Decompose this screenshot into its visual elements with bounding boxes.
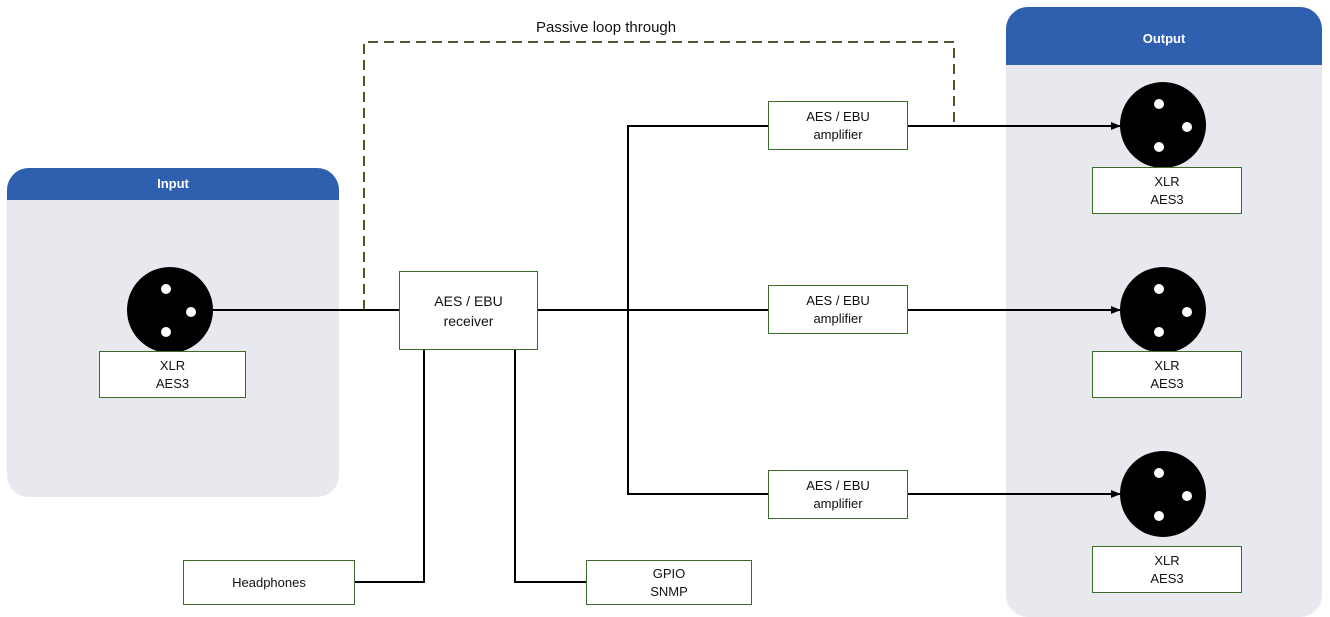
output-connector-3-standard: AES3 bbox=[1150, 570, 1184, 586]
passive-loop-label: Passive loop through bbox=[536, 19, 677, 36]
output-connector-3-type: XLR bbox=[1154, 552, 1180, 568]
headphones-label: Headphones bbox=[232, 574, 306, 590]
amplifier-3-label-line2: amplifier bbox=[813, 495, 863, 511]
input-connector-type: XLR bbox=[159, 357, 186, 373]
amplifier-1-label-line2: amplifier bbox=[813, 126, 863, 142]
output-connector-1-standard: AES3 bbox=[1150, 191, 1184, 207]
input-panel: Input bbox=[7, 168, 339, 497]
snmp-label: SNMP bbox=[650, 583, 688, 599]
xlr-connector-icon bbox=[1120, 267, 1206, 353]
receiver-to-gpio-line bbox=[514, 350, 586, 583]
input-connector-standard: AES3 bbox=[155, 375, 190, 391]
output-connector-3-label: XLR AES3 bbox=[1092, 546, 1242, 593]
amplifier-2-label-line2: amplifier bbox=[813, 310, 863, 326]
xlr-connector-icon bbox=[1120, 82, 1206, 168]
input-panel-title: Input bbox=[7, 168, 339, 200]
output-connector-1-type: XLR bbox=[1154, 173, 1180, 189]
receiver-to-headphones-line bbox=[355, 350, 425, 583]
amplifier-2-label-line1: AES / EBU bbox=[806, 292, 870, 308]
receiver-label-line1: AES / EBU bbox=[434, 292, 503, 309]
gpio-snmp-box: GPIO SNMP bbox=[586, 560, 752, 605]
output-connector-2-type: XLR bbox=[1154, 357, 1180, 373]
headphones-box: Headphones bbox=[183, 560, 355, 605]
gpio-label: GPIO bbox=[652, 565, 686, 581]
output-connector-2-label: XLR AES3 bbox=[1092, 351, 1242, 398]
aes-ebu-amplifier-1-box: AES / EBU amplifier bbox=[768, 101, 908, 150]
aes-ebu-amplifier-3-box: AES / EBU amplifier bbox=[768, 470, 908, 519]
output-connector-2-standard: AES3 bbox=[1150, 375, 1184, 391]
output-connector-1-label: XLR AES3 bbox=[1092, 167, 1242, 214]
output-panel-title: Output bbox=[1006, 7, 1322, 65]
passive-loop-line bbox=[363, 41, 955, 310]
receiver-label-line2: receiver bbox=[443, 312, 494, 329]
input-connector-label: XLR AES3 bbox=[99, 351, 246, 398]
xlr-connector-icon bbox=[127, 267, 213, 353]
amplifier-3-label-line1: AES / EBU bbox=[806, 477, 870, 493]
aes-ebu-amplifier-2-box: AES / EBU amplifier bbox=[768, 285, 908, 334]
aes-ebu-receiver-box: AES / EBU receiver bbox=[399, 271, 538, 350]
xlr-connector-icon bbox=[1120, 451, 1206, 537]
amplifier-1-label-line1: AES / EBU bbox=[806, 108, 870, 124]
